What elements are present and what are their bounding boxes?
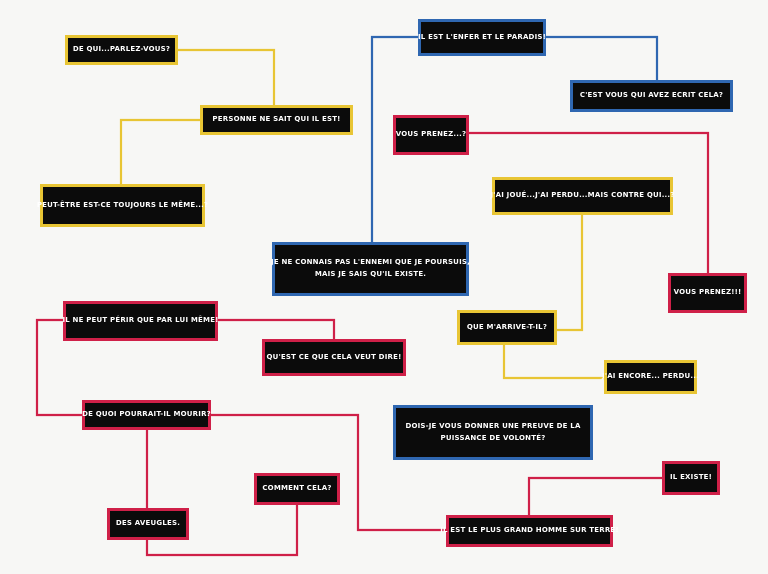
box-text: PERSONNE NE SAIT QUI IL EST! xyxy=(212,115,341,124)
box-text: VOUS PRENEZ!!! xyxy=(673,288,742,297)
box-text: DE QUOI POURRAIT-IL MOURIR? xyxy=(82,410,211,419)
box-text: C'EST VOUS QUI AVEZ ECRIT CELA? xyxy=(579,91,724,100)
box-text: IL NE PEUT PÉRIR QUE PAR LUI MÊME! xyxy=(62,316,219,325)
box-text: COMMENT CELA? xyxy=(262,484,332,493)
box-mourir: DE QUOI POURRAIT-IL MOURIR? xyxy=(82,400,211,430)
box-grand-homme: IL EST LE PLUS GRAND HOMME SUR TERRE! xyxy=(440,515,619,547)
connector-personne-peutetre xyxy=(119,118,200,184)
connector-qui-personne xyxy=(178,48,276,105)
box-text: IL EST L'ENFER ET LE PARADIS! xyxy=(418,32,547,41)
connector-prenez-prenez xyxy=(469,131,710,273)
connector-mourir-homme xyxy=(211,413,446,532)
box-des-aveugles: DES AVEUGLES. xyxy=(107,508,189,540)
box-vous-prenez-exclaim: VOUS PRENEZ!!! xyxy=(668,273,747,313)
box-text: DE QUI...PARLEZ-VOUS? xyxy=(72,45,171,54)
box-vous-prenez-question: VOUS PRENEZ...? xyxy=(393,115,469,155)
box-veut-dire: QU'EST CE QUE CELA VEUT DIRE! xyxy=(262,339,406,376)
box-text-line1: JE NE CONNAIS PAS L'ENNEMI QUE JE POURSU… xyxy=(271,258,470,267)
box-enfer-paradis: IL EST L'ENFER ET LE PARADIS! xyxy=(418,19,546,56)
box-text-line2: PUISSANCE DE VOLONTÉ? xyxy=(440,433,546,442)
connector-joue-arrive xyxy=(557,215,584,332)
box-ecrit-cela: C'EST VOUS QUI AVEZ ECRIT CELA? xyxy=(570,80,733,112)
box-text: J'AI ENCORE... PERDU... xyxy=(602,372,699,381)
connector-arrive-encore xyxy=(502,345,604,380)
connector-enfer-ecrit xyxy=(546,35,659,80)
box-text: DES AVEUGLES. xyxy=(115,519,181,528)
connector-perir-dire xyxy=(218,318,336,339)
box-peut-etre: PEUT-ÊTRE EST-CE TOUJOURS LE MÊME...? xyxy=(36,184,209,227)
connector-aveugles-comment xyxy=(145,505,299,557)
box-text: QU'EST CE QUE CELA VEUT DIRE! xyxy=(266,352,402,361)
box-joue-perdu: J'AI JOUÉ...J'AI PERDU...MAIS CONTRE QUI… xyxy=(490,177,675,215)
connector-homme-existe xyxy=(527,476,662,515)
connector-perir-mourir xyxy=(35,318,82,417)
box-comment-cela: COMMENT CELA? xyxy=(254,473,340,505)
box-text: IL EXISTE! xyxy=(669,473,713,482)
box-preuve-volonte: DOIS-JE VOUS DONNER UNE PREUVE DE LA PUI… xyxy=(393,405,593,460)
box-text: J'AI JOUÉ...J'AI PERDU...MAIS CONTRE QUI… xyxy=(490,191,675,200)
box-de-qui-parlez-vous: DE QUI...PARLEZ-VOUS? xyxy=(65,35,178,65)
box-text-line1: DOIS-JE VOUS DONNER UNE PREUVE DE LA xyxy=(405,421,581,430)
box-text: IL EST LE PLUS GRAND HOMME SUR TERRE! xyxy=(440,526,619,535)
box-text: VOUS PRENEZ...? xyxy=(395,130,467,139)
box-text: QUE M'ARRIVE-T-IL? xyxy=(466,322,548,331)
connector-enfer-ennemi xyxy=(370,35,418,242)
box-text-line2: MAIS JE SAIS QU'IL EXISTE. xyxy=(314,270,427,278)
box-personne-ne-sait: PERSONNE NE SAIT QUI IL EST! xyxy=(200,105,353,135)
box-il-existe: IL EXISTE! xyxy=(662,461,720,495)
box-perir: IL NE PEUT PÉRIR QUE PAR LUI MÊME! xyxy=(62,301,219,341)
box-encore-perdu: J'AI ENCORE... PERDU... xyxy=(602,360,699,394)
box-que-m-arrive: QUE M'ARRIVE-T-IL? xyxy=(457,310,557,345)
box-text: PEUT-ÊTRE EST-CE TOUJOURS LE MÊME...? xyxy=(36,200,209,209)
box-ennemi: JE NE CONNAIS PAS L'ENNEMI QUE JE POURSU… xyxy=(271,242,470,296)
